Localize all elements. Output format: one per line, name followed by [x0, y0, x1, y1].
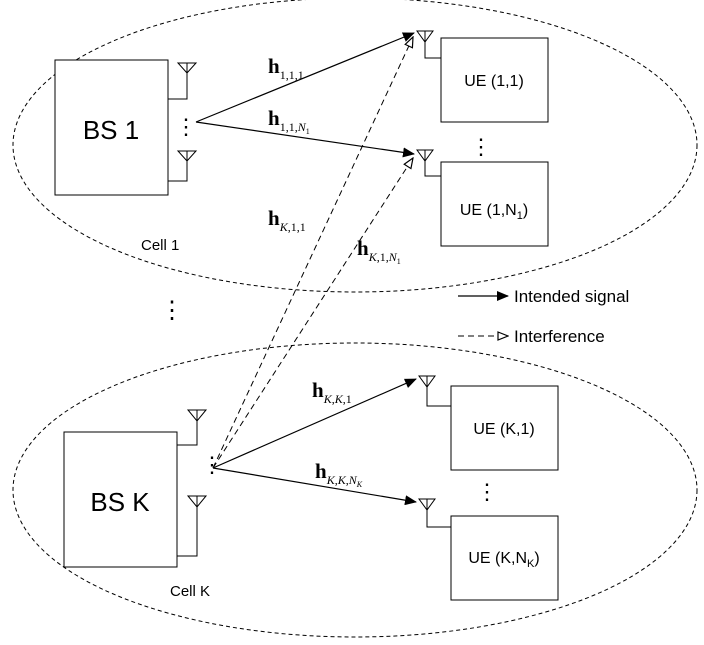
bs-1-antenna-bottom-feed [168, 161, 188, 182]
bs-k-box [63, 431, 178, 568]
channel-label-h11n1: h1,1,N1 [268, 106, 310, 136]
cells-ellipsis: ⋮ [160, 297, 184, 324]
ue-1-n1-label: UE (1,N1) [460, 202, 528, 222]
ue-k-1-box [450, 385, 559, 471]
bs-1-box [54, 59, 169, 196]
bs-k: BS K ⋮ [63, 409, 223, 568]
ue-1-n1-antenna-icon [416, 149, 434, 162]
interference-arrow-k-1-1 [212, 37, 413, 469]
ue-1-1-box [440, 37, 549, 123]
channel-label-hkknk: hK,K,NK [315, 459, 363, 489]
ue-1-1-antenna-feed [424, 42, 441, 59]
ue-k-nk-box [450, 515, 559, 601]
ue-k-nk-antenna-feed [426, 510, 451, 528]
intended-arrow-1-1-1 [195, 32, 415, 123]
legend-intended-label: Intended signal [514, 287, 629, 306]
bs-1-antenna-top-feed [168, 73, 188, 100]
ue-1-n1-antenna-feed [424, 161, 441, 177]
channel-label-hk1n1: hK,1,N1 [357, 236, 401, 266]
bs-1: BS 1 ⋮ [54, 59, 198, 196]
ue-k-1: UE (K,1) [418, 375, 559, 471]
legend: Intended signal Interference [458, 287, 629, 346]
cell-k-label: Cell K [170, 583, 210, 600]
cell-1-ue-ellipsis: ⋮ [470, 134, 492, 159]
bs-k-antenna-bottom-feed [177, 507, 198, 557]
bs-k-antenna-top-feed [177, 421, 198, 446]
ue-1-n1: UE (1,N1) [416, 149, 549, 247]
cell-k-boundary [12, 342, 698, 638]
intended-arrow-k-k-nk [212, 467, 417, 506]
bs-k-antenna-bottom-icon [186, 495, 208, 508]
ue-k-nk-label: UE (K,NK) [468, 550, 539, 570]
bs-1-antenna-ellipsis: ⋮ [175, 114, 197, 139]
ue-1-1-label: UE (1,1) [464, 73, 524, 90]
cell-1-boundary [12, 0, 698, 293]
ue-k-1-label: UE (K,1) [473, 421, 534, 438]
ue-1-1: UE (1,1) [416, 30, 549, 123]
bs-k-antenna-top-icon [186, 409, 208, 422]
intended-arrow-1-1-n1 [195, 121, 415, 158]
bs-k-label: BS K [90, 487, 150, 517]
ue-k-1-antenna-feed [426, 387, 451, 407]
intended-arrow-k-k-1 [212, 378, 417, 469]
ue-k-nk-antenna-icon [418, 498, 436, 511]
legend-interference-label: Interference [514, 327, 605, 346]
bs-1-antenna-bottom-icon [176, 150, 198, 162]
bs-1-antenna-top-icon [176, 62, 198, 74]
cell-1-label: Cell 1 [141, 237, 179, 254]
ue-1-n1-box [440, 161, 549, 247]
ue-1-1-antenna-icon [416, 30, 434, 43]
channel-label-hk11: hK,1,1 [268, 206, 306, 234]
channel-label-h111: h1,1,1 [268, 54, 304, 82]
ue-k-nk: UE (K,NK) [418, 498, 559, 601]
cell-k-ue-ellipsis: ⋮ [476, 479, 498, 504]
channel-label-hkk1: hK,K,1 [312, 378, 352, 406]
interference-arrow-k-1-n1 [212, 158, 413, 469]
ue-k-1-antenna-icon [418, 375, 436, 388]
bs-1-label: BS 1 [83, 115, 139, 145]
